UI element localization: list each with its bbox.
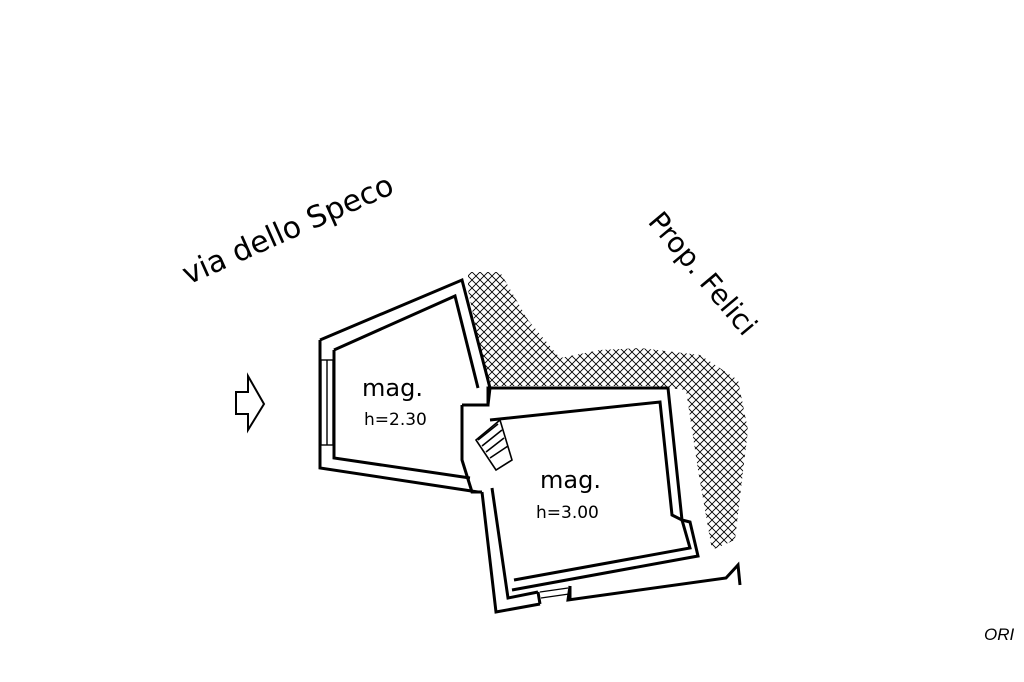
window-symbol: [320, 359, 334, 446]
room-2-walls: [460, 386, 742, 614]
entrance-arrow-icon: [235, 372, 266, 434]
room-2-height: h=3.00: [536, 503, 599, 523]
street-label: via dello Speco: [177, 168, 399, 292]
room-1-name: mag.: [362, 374, 423, 402]
cut-off-label: ORI: [984, 625, 1015, 644]
door-symbol: [539, 587, 570, 599]
neighbor-hatch-area: [468, 272, 748, 550]
room-2-name: mag.: [540, 466, 601, 494]
room-1-height: h=2.30: [364, 410, 427, 430]
stair-symbol: [474, 418, 513, 472]
neighbor-label: Prop. Felici: [642, 205, 764, 342]
